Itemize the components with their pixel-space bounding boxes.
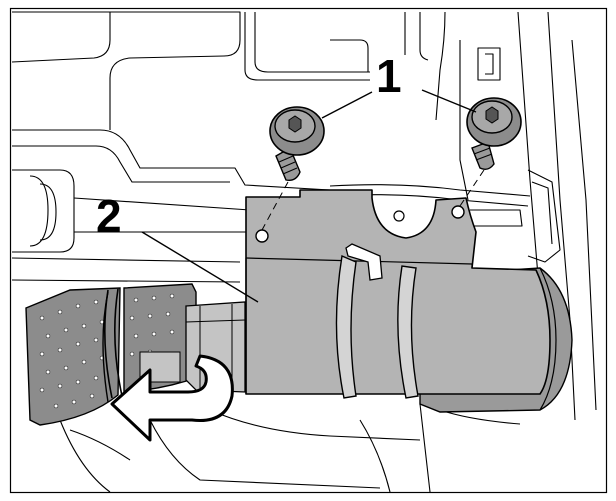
flange-bolt-icon xyxy=(269,97,522,182)
diagram-frame xyxy=(9,7,608,494)
callout-bolts: 1 xyxy=(376,50,402,102)
curved-arrow-icon xyxy=(110,354,234,442)
shield-clip xyxy=(345,243,383,281)
heat-shield xyxy=(245,189,551,395)
bolt-right xyxy=(466,97,522,171)
alignment-dashes xyxy=(261,169,485,231)
perforated-insulation xyxy=(25,283,197,426)
callout-heat-shield: 2 xyxy=(96,190,122,242)
cable-tie-icon xyxy=(102,255,419,403)
background-structure xyxy=(11,11,597,493)
leader-lines xyxy=(141,89,477,303)
bolt-left xyxy=(269,106,325,182)
